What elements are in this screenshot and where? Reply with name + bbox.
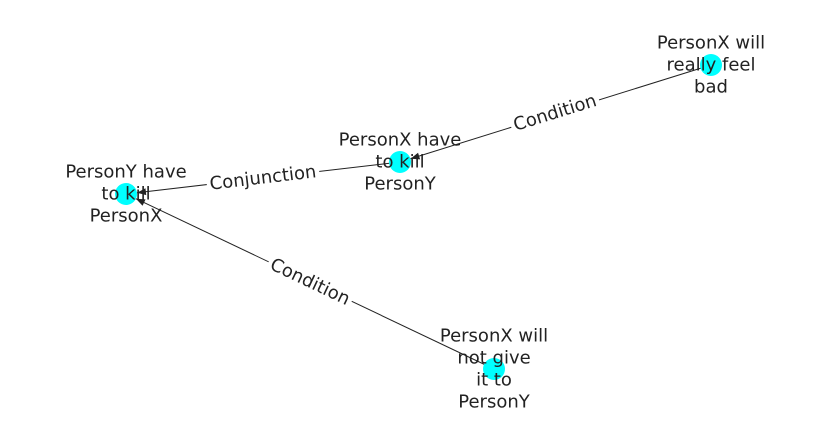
graph-node-n3 — [115, 183, 137, 205]
node-label-line: really feel — [667, 55, 756, 76]
edges-layer — [135, 64, 712, 370]
node-label-line: bad — [694, 77, 728, 98]
edge-label-e3: Condition — [263, 251, 357, 313]
graph-node-n4 — [483, 358, 505, 380]
edge-label-background — [263, 251, 357, 313]
edge-label-e2: Conjunction — [205, 159, 321, 197]
node-label-line: to kill — [101, 184, 150, 205]
edge-label-text: Condition — [511, 90, 599, 136]
node-label-line: PersonX have — [339, 130, 462, 151]
nodes-layer — [115, 54, 722, 380]
node-label-line: not give — [457, 348, 530, 369]
node-label-line: PersonX — [90, 206, 163, 227]
node-label-line: PersonY — [458, 392, 530, 413]
node-label-line: PersonY have — [65, 162, 186, 183]
node-label-line: it to — [476, 370, 512, 391]
edge-label-text: Conjunction — [209, 161, 318, 194]
edge-label-background — [507, 88, 603, 138]
graph-node-n1 — [700, 54, 722, 76]
graph-node-n2 — [389, 151, 411, 173]
edge-label-text: Condition — [267, 254, 354, 310]
node-label-line: to kill — [375, 152, 424, 173]
arrow-head-icon — [410, 152, 421, 160]
node-label-line: PersonX will — [440, 326, 548, 347]
arrow-head-icon — [135, 198, 146, 206]
edge-label-background — [205, 159, 321, 197]
edge-label-e1: Condition — [507, 88, 603, 138]
arrow-head-icon — [136, 188, 147, 196]
node-label-line: PersonX will — [657, 33, 765, 54]
node-label-line: PersonY — [364, 174, 436, 195]
